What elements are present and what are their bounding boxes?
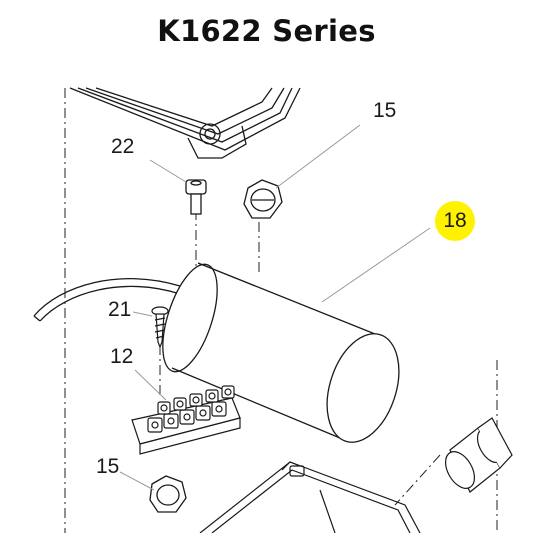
leader-18 — [321, 227, 431, 303]
leader-22 — [149, 159, 187, 183]
hex-nut-15-top — [243, 179, 283, 219]
leader-15-bottom — [119, 471, 155, 491]
callout-22: 22 — [111, 135, 135, 158]
bolt-22 — [185, 179, 207, 215]
highlight-marker — [435, 201, 475, 241]
leader-21 — [132, 311, 153, 317]
enclosure-lid-corner — [69, 87, 301, 159]
callout-15-bottom: 15 — [96, 455, 120, 478]
leader-15-top — [275, 124, 361, 189]
callout-15-top: 15 — [373, 99, 397, 122]
center-line-gland — [394, 454, 441, 506]
callout-21: 21 — [108, 298, 132, 321]
hex-nut-15-bottom — [149, 475, 187, 513]
leader-12 — [134, 369, 167, 401]
callout-12: 12 — [110, 345, 134, 368]
capacitor-18 — [162, 262, 400, 443]
cable-gland — [444, 417, 513, 493]
page-title: K1622 Series — [157, 14, 376, 48]
terminal-block-12 — [131, 385, 241, 455]
screw-21 — [151, 306, 169, 349]
capacitor-cable — [33, 278, 181, 322]
callout-18: 18 — [443, 209, 467, 232]
enclosure-box — [199, 461, 421, 533]
